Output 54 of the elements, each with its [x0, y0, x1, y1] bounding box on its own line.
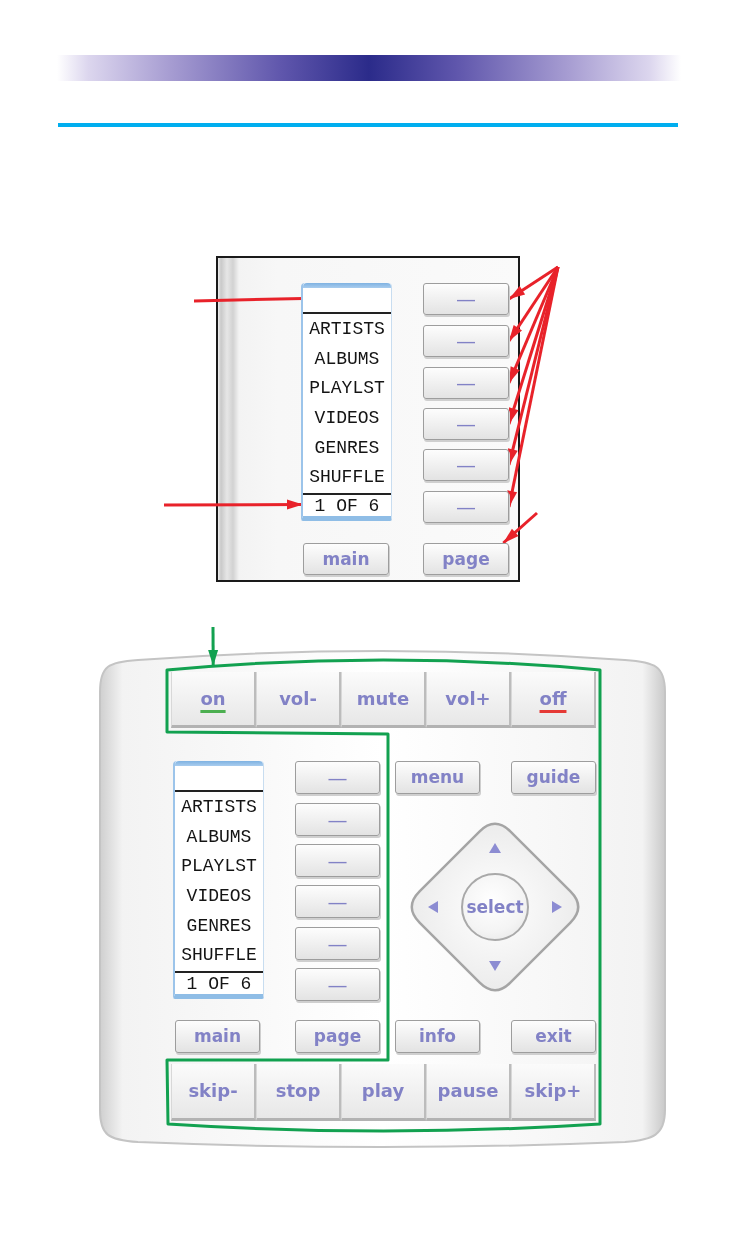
menu-item: ARTISTS [181, 796, 257, 817]
arrow [508, 265, 559, 301]
soft-key-button: — [295, 927, 380, 960]
remote-button: page [423, 543, 509, 575]
menu-item: PLAYLST [181, 856, 257, 877]
lcd-title-row [303, 283, 391, 314]
soft-key-button: — [295, 968, 380, 1001]
remote-button: page [295, 1020, 380, 1053]
menu-item: GENRES [186, 915, 252, 936]
remote-button: exit [511, 1020, 596, 1053]
remote-button: vol+ [426, 672, 511, 728]
soft-key-button: — [423, 325, 509, 357]
lcd-screen [301, 283, 392, 521]
soft-key-button: — [295, 885, 380, 918]
menu-item: ARTISTS [309, 318, 385, 339]
remote-button: vol- [256, 672, 341, 728]
remote-button: on [171, 672, 256, 728]
lcd-title-row [175, 761, 263, 792]
direction-pad [411, 823, 579, 991]
soft-key-button: — [295, 844, 380, 877]
remote-button: guide [511, 761, 596, 794]
menu-item: GENRES [314, 437, 380, 458]
remote-button: main [175, 1020, 260, 1053]
menu-item: VIDEOS [186, 885, 252, 906]
arrow [507, 266, 560, 508]
arrow [502, 511, 538, 545]
menu-item: SHUFFLE [181, 945, 257, 966]
remote-button: main [303, 543, 389, 575]
remote-button: skip- [171, 1064, 256, 1121]
soft-key-button: — [423, 408, 509, 440]
remote-button: play [341, 1064, 426, 1121]
remote-button: mute [341, 672, 426, 728]
menu-item: PLAYLST [309, 378, 385, 399]
menu-item: ALBUMS [186, 826, 252, 847]
menu-item: VIDEOS [314, 407, 380, 428]
remote-button: off [511, 672, 596, 728]
page-indicator: 1 OF 6 [175, 971, 263, 994]
soft-key-button: — [295, 761, 380, 794]
remote-button: stop [256, 1064, 341, 1121]
remote-button: skip+ [511, 1064, 596, 1121]
arrow [208, 627, 219, 666]
remote-button: menu [395, 761, 480, 794]
soft-key-button: — [423, 491, 509, 523]
soft-key-button: — [423, 449, 509, 481]
remote-button: pause [426, 1064, 511, 1121]
page-indicator: 1 OF 6 [303, 493, 391, 516]
menu-item: ALBUMS [314, 348, 380, 369]
soft-key-button: — [295, 803, 380, 836]
menu-item: SHUFFLE [309, 467, 385, 488]
soft-key-button: — [423, 367, 509, 399]
remote-button: info [395, 1020, 480, 1053]
soft-key-button: — [423, 283, 509, 315]
lcd-screen [173, 761, 264, 999]
arrow [164, 499, 303, 510]
